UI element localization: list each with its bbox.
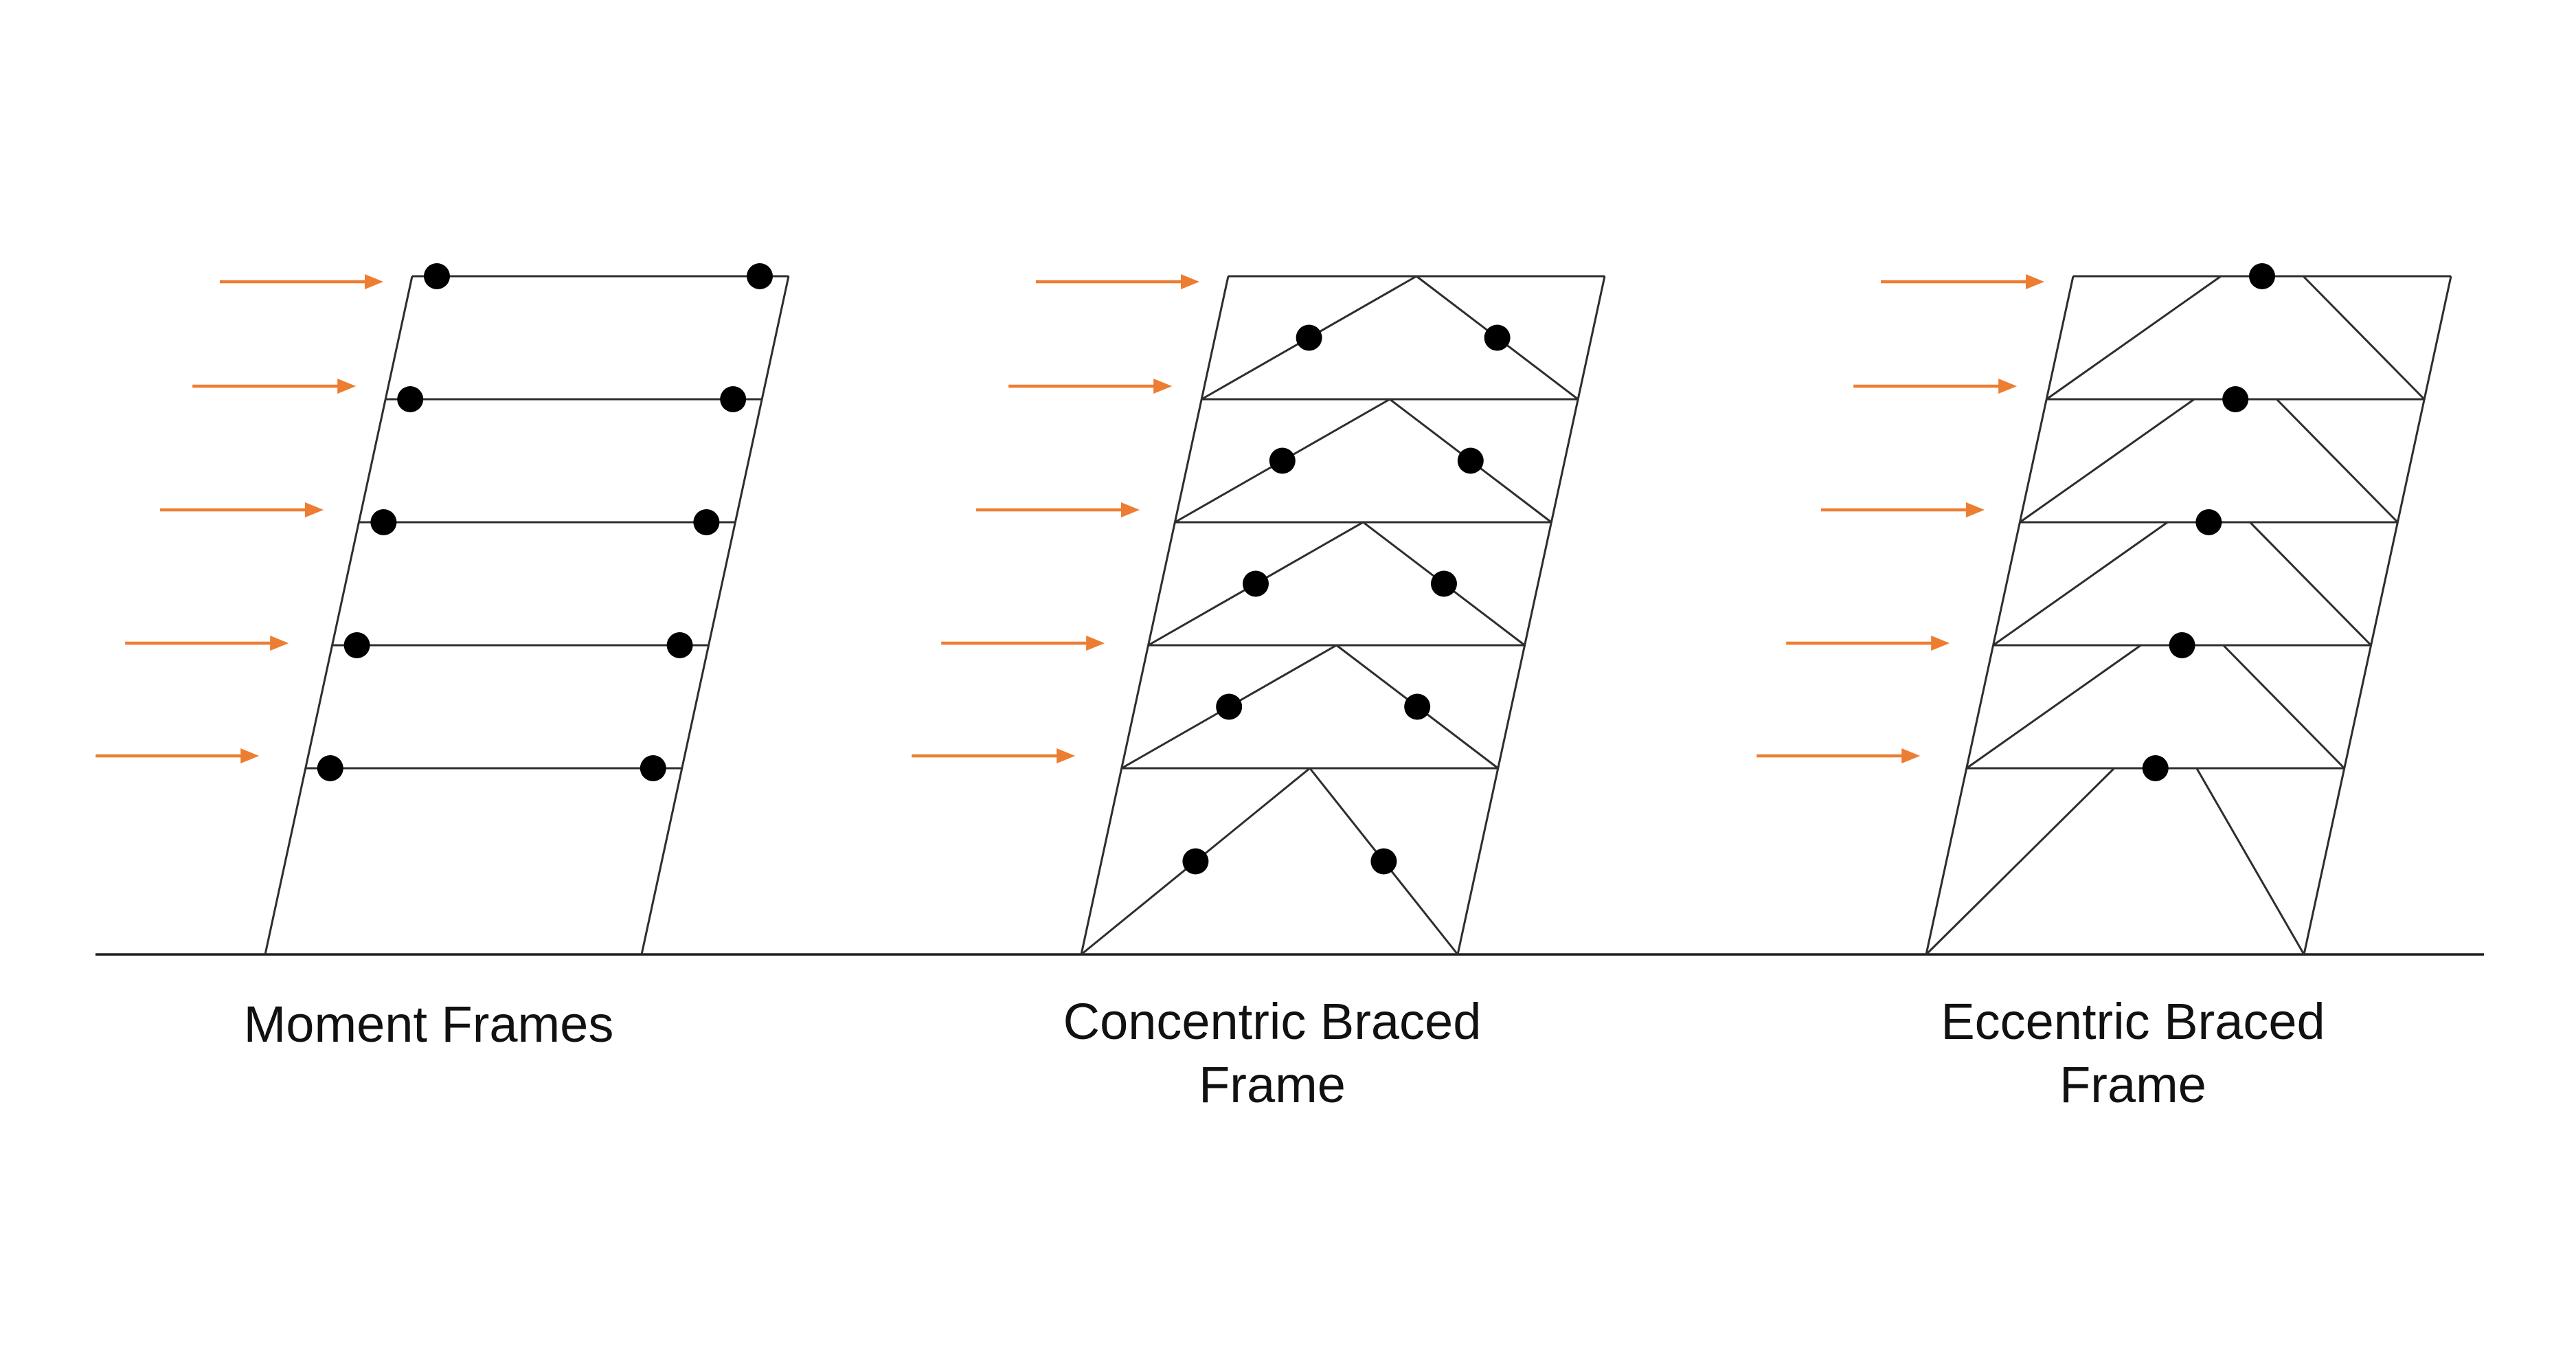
label-moment-frames: Moment Frames — [244, 996, 614, 1053]
label-eccentric-braced-line1: Eccentric Braced — [1941, 993, 2325, 1050]
brace-left-eccentric-2 — [1992, 521, 2169, 647]
load-arrow-head-moment-2 — [305, 502, 324, 517]
load-arrow-head-eccentric-1 — [1998, 379, 2018, 394]
link-hinge-dot — [2169, 632, 2195, 658]
load-arrow-head-moment-4 — [240, 748, 260, 763]
hinge-dot — [1457, 447, 1484, 474]
diagram-shapes — [95, 263, 2484, 956]
brace-right-eccentric-1 — [2276, 398, 2399, 524]
load-arrow-head-eccentric-3 — [1931, 636, 1950, 651]
column-right-moment — [640, 276, 790, 955]
column-right-concentric — [1456, 276, 1606, 955]
hinge-dot — [370, 509, 397, 535]
load-arrow-head-moment-1 — [337, 379, 357, 394]
load-arrow-head-concentric-4 — [1057, 748, 1076, 763]
load-arrow-head-moment-0 — [365, 274, 383, 289]
hinge-dot — [640, 755, 666, 781]
link-hinge-dot — [2195, 509, 2222, 535]
brace-left-eccentric-4 — [1925, 767, 2115, 956]
hinge-dot — [1269, 447, 1296, 474]
hinge-dot — [424, 263, 450, 289]
hinge-dot — [1484, 324, 1511, 351]
hinge-dot — [1404, 693, 1431, 720]
label-eccentric-braced-line2: Frame — [2059, 1056, 2206, 1113]
hinge-dot — [720, 386, 747, 412]
label-concentric-braced-line1: Concentric Braced — [1063, 993, 1482, 1050]
hinge-dot — [747, 263, 773, 289]
hinge-dot — [693, 509, 720, 535]
column-left-concentric — [1080, 276, 1230, 955]
load-arrow-head-concentric-2 — [1121, 502, 1140, 517]
brace-right-eccentric-3 — [2222, 644, 2345, 770]
hinge-dot — [1370, 848, 1397, 875]
label-concentric-braced-line2: Frame — [1199, 1056, 1346, 1113]
hinge-dot — [1216, 693, 1243, 720]
hinge-dot — [1182, 848, 1209, 875]
brace-right-eccentric-4 — [2195, 768, 2305, 955]
column-right-eccentric — [2303, 276, 2452, 955]
link-hinge-dot — [2142, 755, 2169, 781]
diagram-labels: Moment Frames Concentric Braced Frame Ec… — [244, 993, 2325, 1113]
load-arrow-head-concentric-3 — [1086, 636, 1105, 651]
load-arrow-head-eccentric-0 — [2026, 274, 2044, 289]
load-arrow-head-concentric-0 — [1181, 274, 1199, 289]
hinge-dot — [1296, 324, 1322, 351]
link-hinge-dot — [2222, 386, 2249, 412]
hinge-dot — [343, 632, 370, 658]
brace-left-eccentric-1 — [2019, 398, 2195, 524]
hinge-dot — [666, 632, 693, 658]
hinge-dot — [1242, 570, 1269, 597]
brace-right-eccentric-0 — [2302, 275, 2426, 401]
column-left-eccentric — [1925, 276, 2075, 955]
load-arrow-head-moment-3 — [270, 636, 289, 651]
hinge-dot — [397, 386, 424, 412]
hinge-dot — [1430, 570, 1457, 597]
link-hinge-dot — [2249, 263, 2275, 289]
load-arrow-head-concentric-1 — [1153, 379, 1173, 394]
brace-right-eccentric-2 — [2249, 521, 2372, 647]
hinge-dot — [317, 755, 343, 781]
brace-left-eccentric-3 — [1965, 644, 2142, 770]
load-arrow-head-eccentric-2 — [1966, 502, 1985, 517]
load-arrow-head-eccentric-4 — [1901, 748, 1921, 763]
brace-left-eccentric-0 — [2046, 275, 2222, 401]
column-left-moment — [264, 276, 414, 955]
